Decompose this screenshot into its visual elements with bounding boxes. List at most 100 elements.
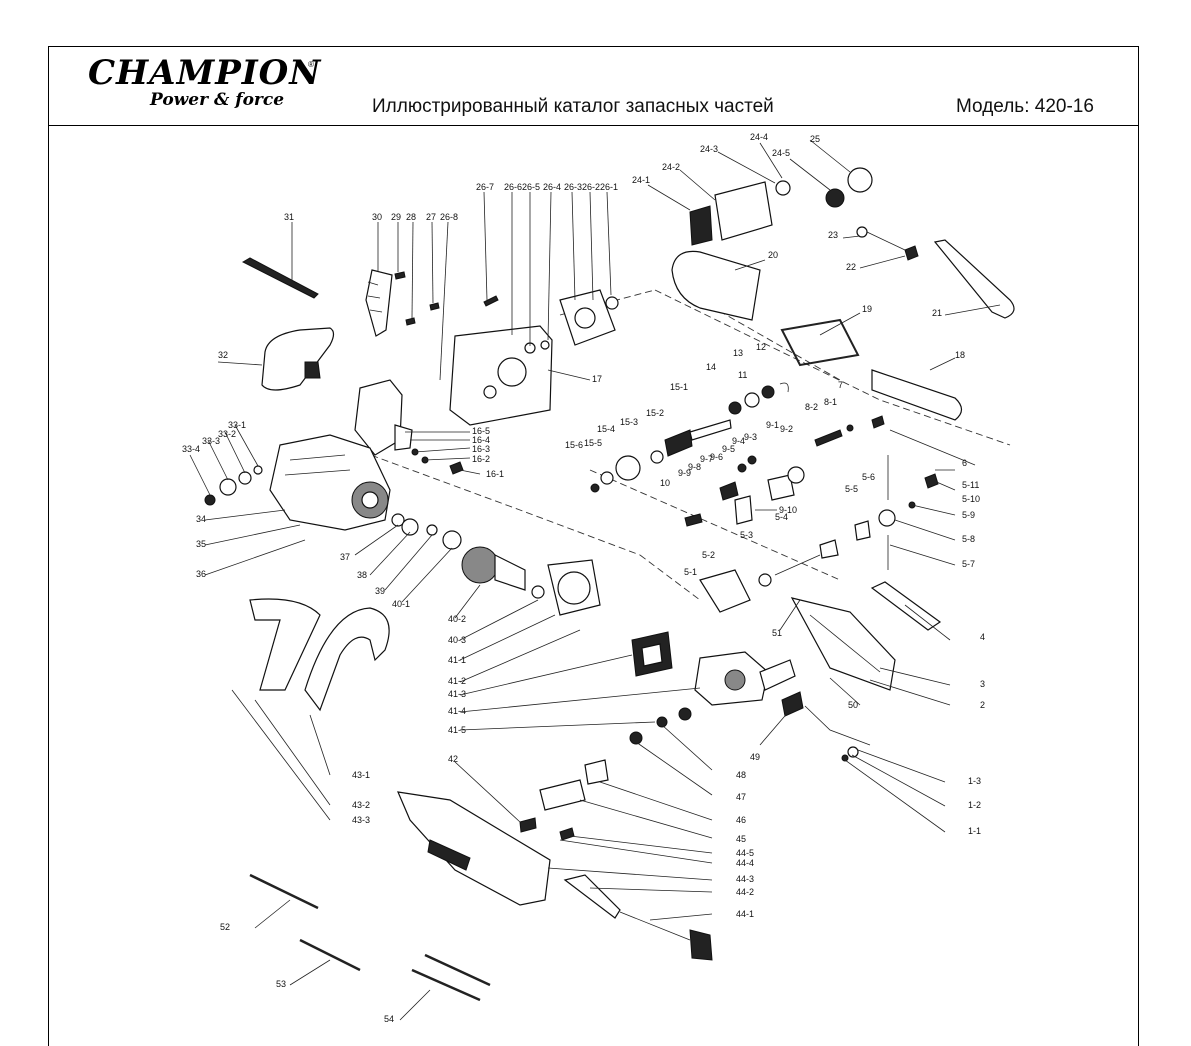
label-36: 36 [196, 569, 206, 579]
bearing-group-part-33 [204, 465, 263, 506]
label-37: 37 [340, 552, 350, 562]
label-46: 46 [736, 815, 746, 825]
label-54: 54 [384, 1014, 394, 1024]
label-43-3: 43-3 [352, 815, 370, 825]
label-5-5: 5-5 [845, 484, 858, 494]
wrench-part-31 [241, 257, 319, 299]
label-5-2: 5-2 [702, 550, 715, 560]
cover-plate-part-32 [261, 327, 335, 391]
bolt-parts-1 [804, 705, 871, 762]
label-27: 27 [426, 212, 436, 222]
label-8-1: 8-1 [824, 397, 837, 407]
label-34: 34 [196, 514, 206, 524]
label-11: 11 [738, 370, 747, 380]
label-26-6: 26-6 [504, 182, 522, 192]
brake-group-part-9 [684, 455, 805, 527]
logo-tagline: Power & force [150, 90, 285, 110]
label-4: 4 [980, 632, 985, 642]
model-label: Модель: 420-16 [956, 96, 1094, 117]
label-9-3: 9-3 [744, 432, 757, 442]
label-40-1: 40-1 [392, 599, 410, 609]
sprocket-cover-part-20 [671, 250, 761, 321]
label-24-2: 24-2 [662, 162, 680, 172]
label-41-3: 41-3 [448, 689, 466, 699]
label-9-5: 9-5 [722, 444, 735, 454]
label-20: 20 [768, 250, 778, 260]
label-28: 28 [406, 212, 416, 222]
rear-handle-parts-2-3-50-51 [790, 597, 896, 691]
label-16-5: 16-5 [472, 426, 490, 436]
label-15-6: 15-6 [565, 440, 583, 450]
label-26-7: 26-7 [476, 182, 494, 192]
saw-chain-part-19 [780, 318, 860, 367]
label-5-1: 5-1 [684, 567, 697, 577]
label-9-9: 9-9 [678, 468, 691, 478]
label-21: 21 [932, 308, 942, 318]
label-1-1: 1-1 [968, 826, 981, 836]
label-40-3: 40-3 [448, 635, 466, 645]
label-14: 14 [706, 362, 716, 372]
label-15-5: 15-5 [584, 438, 602, 448]
label-44-2: 44-2 [736, 887, 754, 897]
label-9-4: 9-4 [732, 436, 745, 446]
label-41-1: 41-1 [448, 655, 466, 665]
callout-labels: 24-4 24-3 24-5 25 24-2 24-1 23 22 21 20 … [182, 132, 985, 1024]
label-44-4: 44-4 [736, 858, 754, 868]
label-5-10: 5-10 [962, 494, 980, 504]
label-35: 35 [196, 539, 206, 549]
label-33-2: 33-2 [218, 429, 236, 439]
catalog-frame [48, 46, 1139, 1046]
gear-group-part-15 [590, 419, 732, 493]
label-52: 52 [220, 922, 230, 932]
label-5-9: 5-9 [962, 510, 975, 520]
label-26-8: 26-8 [440, 212, 458, 222]
label-9-1: 9-1 [766, 420, 779, 430]
label-15-4: 15-4 [597, 424, 615, 434]
fan-baffle-part-41-1 [547, 559, 601, 616]
label-50: 50 [848, 700, 858, 710]
catalog-title: Иллюстрированный каталог запасных частей [372, 96, 774, 117]
label-26-1: 26-1 [600, 182, 618, 192]
label-1-3: 1-3 [968, 776, 981, 786]
label-53: 53 [276, 979, 286, 989]
drive-parts-11-14 [728, 382, 789, 415]
label-26-4: 26-4 [543, 182, 561, 192]
spring-brush-parts-47-49 [629, 659, 804, 745]
label-8-2: 8-2 [805, 402, 818, 412]
motor-housing-part-34 [269, 434, 391, 531]
label-16-1: 16-1 [486, 469, 504, 479]
tension-group-part-5 [699, 455, 939, 613]
armature-part-40-2 [461, 546, 545, 599]
label-41-4: 41-4 [448, 706, 466, 716]
label-18: 18 [955, 350, 965, 360]
label-15-2: 15-2 [646, 408, 664, 418]
guide-bar-part-18 [871, 369, 963, 421]
label-26-5: 26-5 [522, 182, 540, 192]
label-9-8: 9-8 [688, 462, 701, 472]
label-9-2: 9-2 [780, 424, 793, 434]
chain-catcher-part-30 [365, 269, 393, 337]
label-13: 13 [733, 348, 743, 358]
label-44-3: 44-3 [736, 874, 754, 884]
label-44-1: 44-1 [736, 909, 754, 919]
label-26-2: 26-2 [582, 182, 600, 192]
cable-parts-52-54 [249, 873, 491, 1002]
label-24-1: 24-1 [632, 175, 650, 185]
label-31: 31 [284, 212, 294, 222]
label-42: 42 [448, 754, 458, 764]
label-43-2: 43-2 [352, 800, 370, 810]
header-divider [48, 125, 1139, 126]
stator-part-41-3 [631, 631, 673, 677]
label-3: 3 [980, 679, 985, 689]
label-30: 30 [372, 212, 382, 222]
label-43-1: 43-1 [352, 770, 370, 780]
label-41-2: 41-2 [448, 676, 466, 686]
screws-group-top [394, 271, 499, 326]
label-23: 23 [828, 230, 838, 240]
label-45: 45 [736, 834, 746, 844]
label-2: 2 [980, 700, 985, 710]
label-17: 17 [592, 374, 602, 384]
logo-brand: CHAMPION [88, 53, 322, 93]
label-49: 49 [750, 752, 760, 762]
